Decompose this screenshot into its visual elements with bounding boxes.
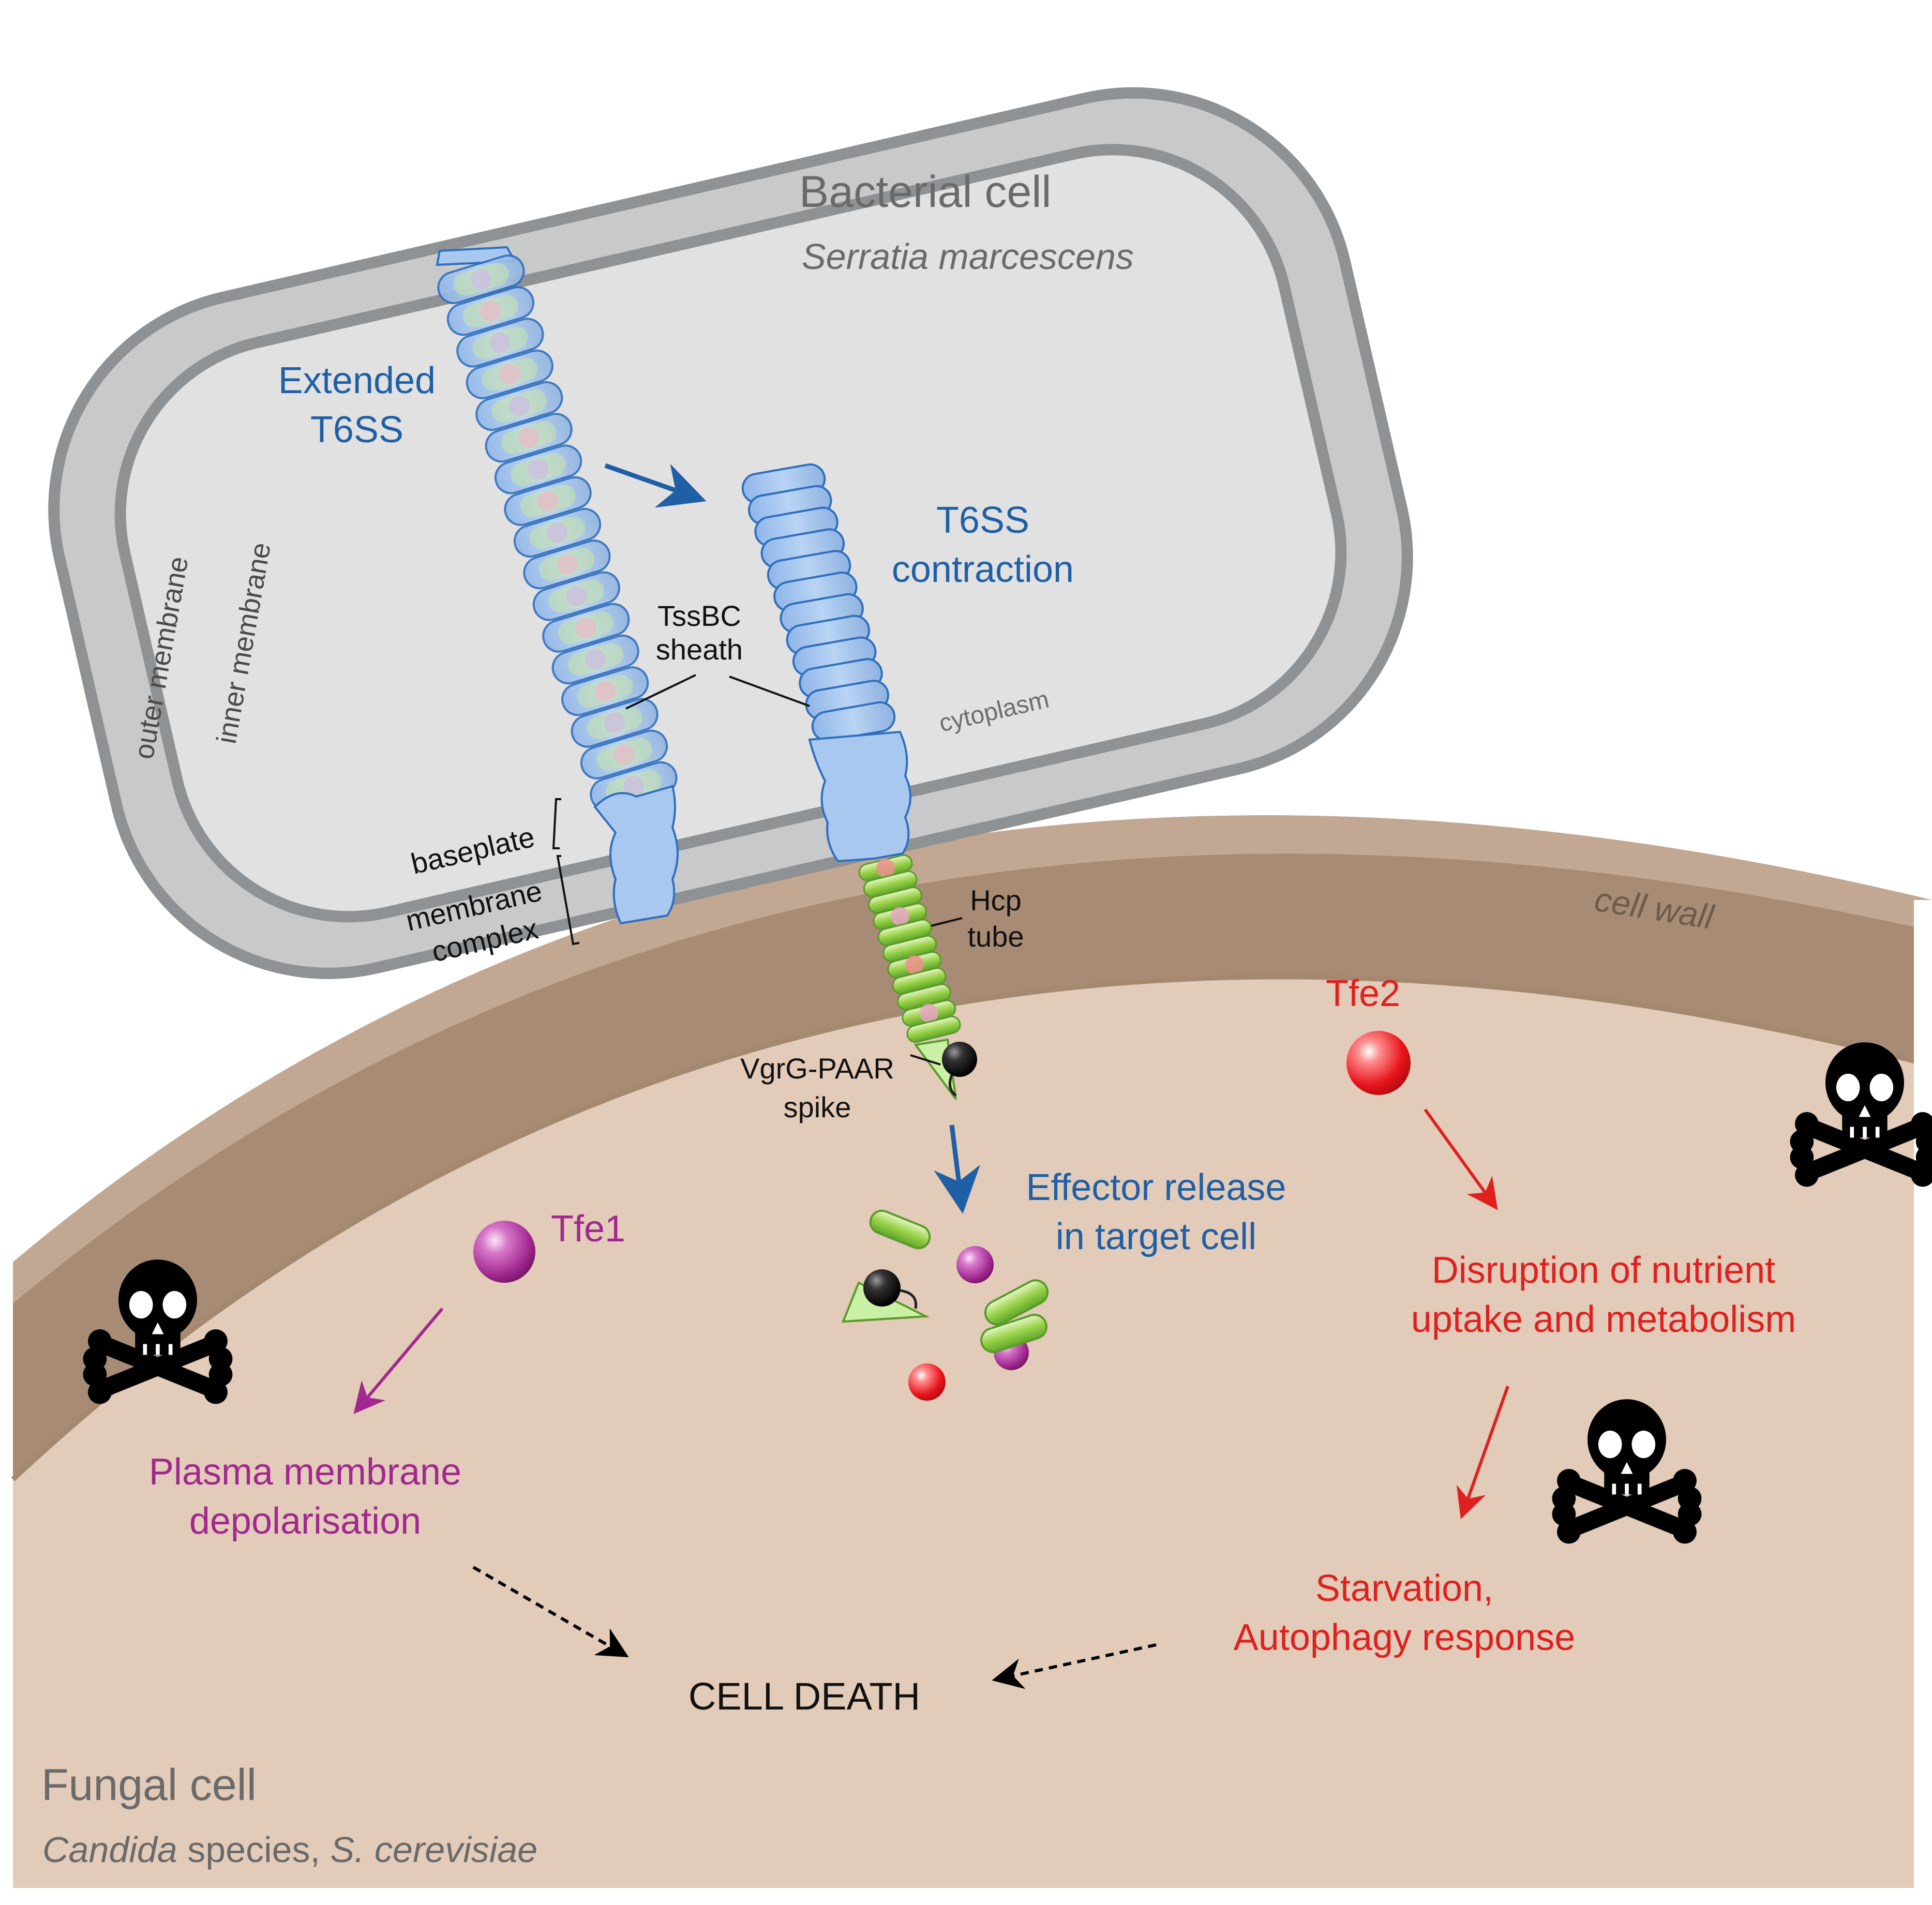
tfe1-arrow-icon [353, 1308, 444, 1414]
vgrg-label: VgrG-PAAR [740, 1052, 894, 1085]
sheath-ring [551, 634, 639, 685]
hcp-ring [858, 854, 913, 882]
extended-t6ss [436, 246, 679, 925]
hcp-ring [906, 1015, 961, 1043]
starvation-death-arrow-icon [992, 1643, 1157, 1689]
sheath-ring [504, 476, 592, 526]
sheath-label-2: sheath [656, 633, 743, 666]
tfe1-effect-label-2: depolarisation [189, 1501, 421, 1542]
fungal-cell [0, 815, 1932, 1905]
tfe1-label: Tfe1 [551, 1208, 625, 1250]
fungal-species: Candida species, S. cerevisiae [42, 1829, 537, 1870]
contracted-t6ss [741, 463, 977, 1100]
sheath-ring [456, 318, 544, 368]
tfe1-effector [473, 1221, 535, 1283]
sheath-ring [571, 698, 658, 748]
cell-death-label: CELL DEATH [688, 1675, 920, 1718]
sheath-label: TssBC [657, 599, 741, 632]
starvation-label-2: Autophagy response [1234, 1617, 1575, 1658]
starvation-label: Starvation, [1315, 1568, 1493, 1609]
release-arrow-icon [934, 1124, 980, 1214]
tfe1-effect-label: Plasma membrane [149, 1451, 461, 1493]
hcp-label-2: tube [968, 920, 1024, 953]
effector-release-label-2: in target cell [1056, 1216, 1256, 1257]
fungal-cytoplasm [13, 977, 1932, 1905]
sheath-ring [513, 507, 602, 558]
tfe2-effect-label: Disruption of nutrient [1432, 1250, 1775, 1291]
t6ss-contraction-label: T6SS [936, 500, 1029, 541]
sheath-ring [485, 413, 573, 463]
hcp-label: Hcp [970, 884, 1022, 917]
sheath-ring [495, 444, 582, 494]
tfe2-effector [1346, 1031, 1411, 1095]
sheath-ring [437, 254, 525, 305]
released-effectors [841, 1209, 1049, 1401]
hcp-ring [873, 903, 927, 930]
tfe2-label: Tfe2 [1326, 973, 1400, 1014]
tfe2-effect-label-2: uptake and metabolism [1411, 1299, 1796, 1340]
vgrg-paar-spike [942, 1042, 977, 1077]
extended-t6ss-label: Extended [278, 360, 436, 401]
contraction-arrow-icon [604, 463, 707, 508]
bacterial-cell [48, 87, 1413, 979]
fungal-species-2: S. cerevisiae [330, 1829, 537, 1870]
sheath-ring [523, 539, 611, 590]
fungal-cell-wall-outer [13, 815, 1932, 1303]
fungal-species-genus: Candida [42, 1829, 177, 1870]
sheath-ring [446, 286, 535, 336]
starvation-arrow-icon [1456, 1385, 1509, 1519]
sheath-ring [475, 381, 563, 431]
vgrg-label-2: spike [784, 1091, 851, 1123]
bacterial-species: Serratia marcescens [802, 236, 1134, 277]
sheath-ring [532, 571, 620, 621]
fungal-cell-title: Fungal cell [41, 1760, 257, 1810]
inner-membrane [114, 144, 1347, 923]
hcp-ring [902, 999, 956, 1027]
contracted-base [808, 730, 911, 863]
bacterial-cell-title: Bacterial cell [799, 167, 1052, 217]
extended-membrane-complex [593, 785, 679, 925]
sheath-ring [561, 666, 649, 716]
fungal-species-mid: species, [177, 1829, 331, 1870]
extended-t6ss-label-2: T6SS [310, 409, 403, 451]
tfe2-arrow-icon [1424, 1108, 1498, 1210]
sheath-ring [466, 349, 553, 399]
sheath-ring [580, 729, 668, 779]
t6ss-contraction-label-2: contraction [892, 549, 1074, 590]
sheath-ring [542, 603, 630, 653]
effector-release-label: Effector release [1026, 1167, 1286, 1208]
